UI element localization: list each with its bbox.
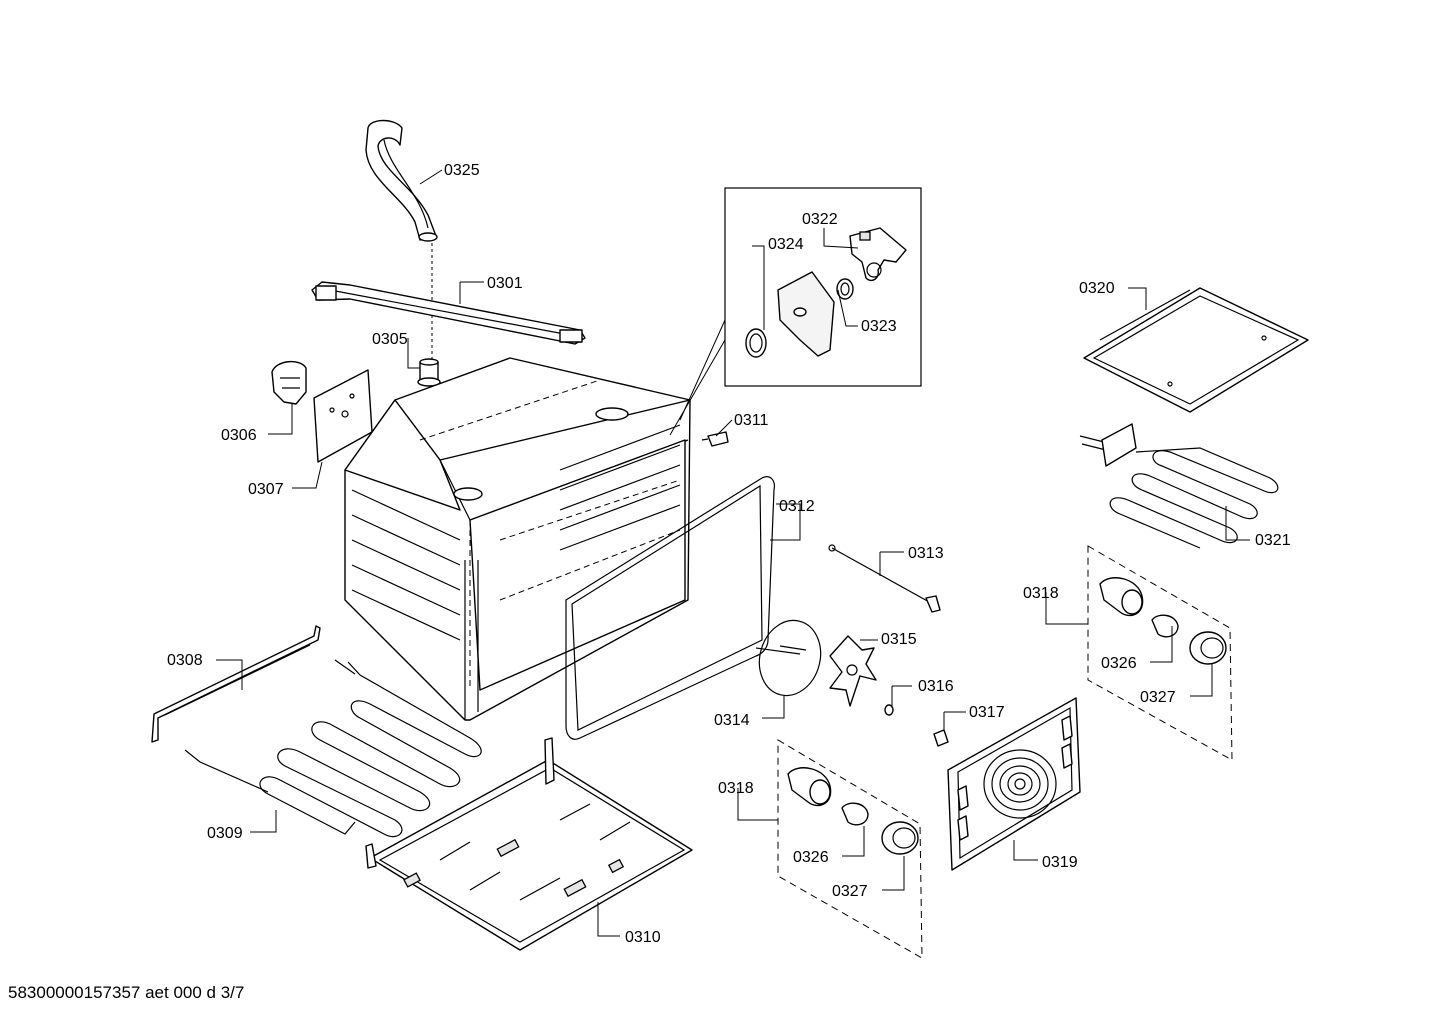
label-0327-left: 0327 (832, 883, 868, 900)
lamp-group-right (1087, 545, 1233, 761)
part-0314-ring-element (755, 619, 822, 697)
label-0318-left: 0318 (718, 780, 754, 797)
label-0310: 0310 (625, 929, 661, 946)
label-0301: 0301 (487, 275, 523, 292)
part-0313-rod (828, 544, 941, 613)
label-0323: 0323 (861, 318, 897, 335)
part-0306-thermostat (271, 361, 307, 405)
label-0308: 0308 (167, 652, 203, 669)
label-0306: 0306 (221, 427, 257, 444)
part-0309-heating-element (184, 659, 482, 838)
label-0319: 0319 (1042, 854, 1078, 871)
part-0317-cap (933, 729, 949, 747)
label-0322: 0322 (802, 211, 838, 228)
part-0305-fitting (417, 358, 441, 387)
part-0312-door-seal (565, 476, 775, 740)
label-0321: 0321 (1255, 532, 1291, 549)
label-0326-right: 0326 (1101, 655, 1137, 672)
part-0321-grill-element (1079, 423, 1279, 549)
document-id-footer: 58300000157357 aet 000 d 3/7 (8, 983, 245, 1002)
inset-detail (669, 187, 922, 436)
lamp-group-left (777, 739, 923, 959)
oven-cavity (344, 357, 691, 721)
part-0325-pipe (365, 119, 438, 242)
label-0313: 0313 (908, 545, 944, 562)
leader-lines (216, 169, 1250, 937)
label-0316: 0316 (918, 678, 954, 695)
part-0308-rail (151, 625, 321, 743)
label-0318-right: 0318 (1023, 585, 1059, 602)
part-0310-bottom-plate (365, 737, 693, 951)
part-0320-top-panel (1083, 287, 1309, 413)
label-0324: 0324 (768, 236, 804, 253)
label-0305: 0305 (372, 331, 408, 348)
label-0312: 0312 (779, 498, 815, 515)
part-0315-fan (829, 635, 877, 707)
label-0309: 0309 (207, 825, 243, 842)
label-0317: 0317 (969, 704, 1005, 721)
part-0319-back-panel (947, 697, 1081, 871)
part-0301-bar (311, 281, 586, 345)
part-labels: 0325 0301 0305 0306 0307 0308 0309 0310 … (167, 162, 1291, 946)
label-0320: 0320 (1079, 280, 1115, 297)
label-0311: 0311 (734, 412, 769, 429)
label-0315: 0315 (881, 631, 917, 648)
label-0307: 0307 (248, 481, 284, 498)
part-0311 (701, 431, 729, 447)
label-0327-right: 0327 (1140, 689, 1176, 706)
label-0326-left: 0326 (793, 849, 829, 866)
label-0314: 0314 (714, 712, 750, 729)
part-0316-nut (884, 704, 894, 716)
label-0325: 0325 (444, 162, 480, 179)
